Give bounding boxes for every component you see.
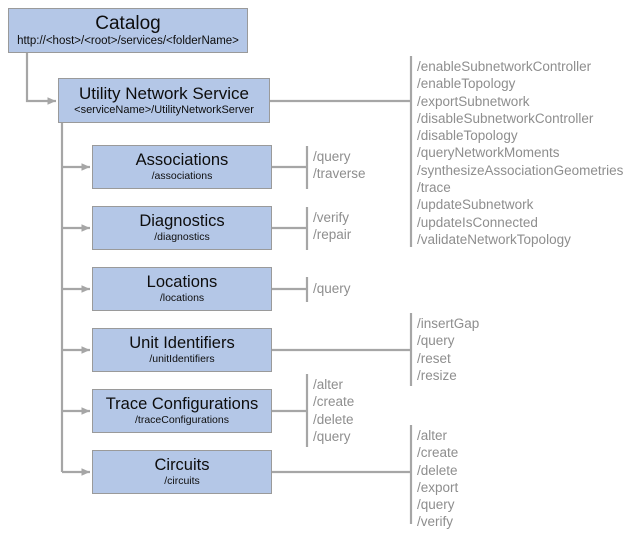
edge-diagnostics-operations — [272, 207, 309, 250]
edge-locations-operations — [272, 277, 309, 302]
operation-item[interactable]: /verify — [313, 210, 350, 225]
operation-item[interactable]: /queryNetworkMoments — [417, 145, 560, 161]
node-locations-title: Locations — [146, 272, 218, 291]
node-trace-configurations-title: Trace Configurations — [105, 394, 259, 413]
operation-item[interactable]: /repair — [313, 227, 352, 243]
operation-item[interactable]: /reset — [417, 350, 451, 366]
node-locations[interactable]: Locations /locations — [92, 267, 272, 311]
node-catalog[interactable]: Catalog http://<host>/<root>/services/<f… — [8, 8, 248, 53]
operations-list-trace-configurations: /alter /create /delete /query — [313, 376, 354, 445]
operation-item[interactable]: /alter — [313, 377, 344, 392]
operations-list-locations: /query — [313, 280, 351, 297]
operation-item[interactable]: /query — [417, 497, 455, 513]
node-service-subtitle: <serviceName>/UtilityNetworkServer — [74, 103, 254, 116]
operation-item[interactable]: /traverse — [313, 166, 366, 182]
operation-item[interactable]: /verify — [417, 514, 454, 530]
operation-item[interactable]: /create — [313, 394, 355, 410]
node-diagnostics-title: Diagnostics — [139, 211, 225, 230]
operation-item[interactable]: /insertGap — [417, 316, 480, 331]
node-circuits[interactable]: Circuits /circuits — [92, 450, 272, 494]
node-trace-configurations[interactable]: Trace Configurations /traceConfiguration… — [92, 389, 272, 433]
operation-item[interactable]: /delete — [313, 411, 354, 427]
node-circuits-subtitle: /circuits — [164, 475, 200, 488]
node-trace-configurations-subtitle: /traceConfigurations — [135, 414, 229, 427]
node-service-title: Utility Network Service — [78, 83, 250, 103]
operation-item[interactable]: /query — [313, 428, 351, 444]
operation-item[interactable]: /create — [417, 445, 459, 461]
operation-item[interactable]: /disableTopology — [417, 128, 518, 144]
node-associations-title: Associations — [135, 150, 229, 169]
edge-associations-operations — [272, 146, 309, 189]
operation-item[interactable]: /export — [417, 479, 459, 495]
operations-list-associations: /query /traverse — [313, 148, 366, 183]
operation-item[interactable]: /alter — [417, 428, 448, 443]
node-diagnostics-subtitle: /diagnostics — [154, 231, 210, 244]
operation-item[interactable]: /query — [417, 333, 455, 349]
operation-item[interactable]: /query — [313, 281, 351, 296]
node-utility-network-service[interactable]: Utility Network Service <serviceName>/Ut… — [58, 78, 270, 123]
operations-list-circuits: /alter /create /delete /export /query /v… — [417, 427, 458, 531]
node-circuits-title: Circuits — [154, 455, 210, 474]
edge-service-spine — [60, 122, 90, 476]
operation-item[interactable]: /delete — [417, 462, 458, 478]
node-unit-identifiers-title: Unit Identifiers — [129, 333, 235, 352]
edge-catalog-to-service — [25, 52, 56, 105]
node-catalog-subtitle: http://<host>/<root>/services/<folderNam… — [17, 35, 239, 48]
node-diagnostics[interactable]: Diagnostics /diagnostics — [92, 206, 272, 250]
operation-item[interactable]: /resize — [417, 367, 457, 383]
operations-list-service: /enableSubnetworkController /enableTopol… — [417, 58, 623, 248]
node-associations[interactable]: Associations /associations — [92, 145, 272, 189]
edge-trace-configurations-operations — [272, 374, 309, 447]
operation-item[interactable]: /exportSubnetwork — [417, 93, 530, 109]
operation-item[interactable]: /query — [313, 149, 351, 164]
node-unit-identifiers-subtitle: /unitIdentifiers — [149, 353, 215, 366]
operation-item[interactable]: /updateSubnetwork — [417, 197, 534, 213]
operations-list-diagnostics: /verify /repair — [313, 209, 351, 244]
operation-item[interactable]: /enableSubnetworkController — [417, 59, 592, 74]
node-unit-identifiers[interactable]: Unit Identifiers /unitIdentifiers — [92, 328, 272, 372]
operation-item[interactable]: /trace — [417, 180, 451, 196]
operations-list-unit-identifiers: /insertGap /query /reset /resize — [417, 315, 479, 384]
operation-item[interactable]: /disableSubnetworkController — [417, 110, 594, 126]
node-catalog-title: Catalog — [95, 12, 161, 34]
node-locations-subtitle: /locations — [159, 292, 205, 305]
operation-item[interactable]: /enableTopology — [417, 76, 516, 92]
operation-item[interactable]: /validateNetworkTopology — [417, 231, 571, 247]
operation-item[interactable]: /updateIsConnected — [417, 214, 538, 230]
operation-item[interactable]: /synthesizeAssociationGeometries — [417, 162, 624, 178]
node-associations-subtitle: /associations — [151, 170, 213, 183]
